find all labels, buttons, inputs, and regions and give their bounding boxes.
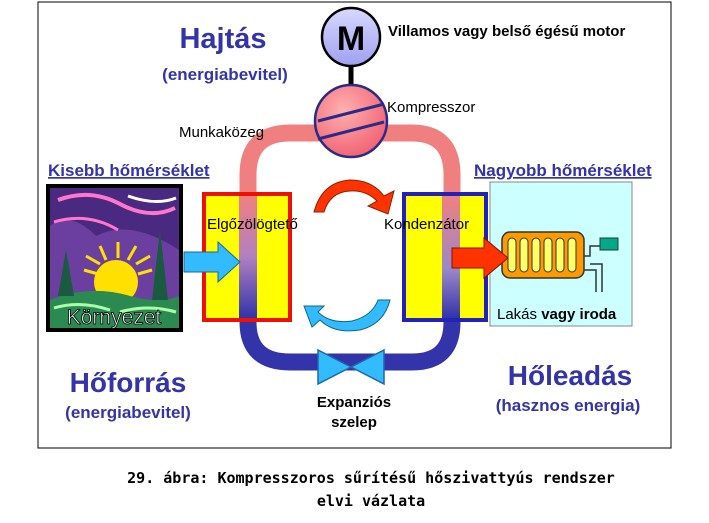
- evaporator-coil: [239, 196, 257, 318]
- heat-out-arrow: [451, 236, 509, 280]
- cycle-arrow-blue: [303, 299, 391, 332]
- high-temp-label: Nagyobb hőmérséklet: [474, 161, 652, 180]
- figure-caption-line2: elvi vázlata: [317, 492, 425, 510]
- valve-label-line1: Expanziós: [317, 394, 391, 411]
- motor-letter: M: [337, 20, 365, 58]
- valve-label-line2: szelep: [331, 414, 377, 431]
- radiator-pipes: [584, 263, 603, 292]
- drive-subtitle: (energiabevitel): [162, 65, 288, 84]
- environment-label: Környezet: [67, 306, 162, 329]
- condenser: [402, 192, 488, 322]
- motor-label: Villamos vagy belső égésű motor: [388, 23, 625, 40]
- thermostat-icon: [599, 237, 619, 251]
- heat-in-arrow: [183, 240, 241, 284]
- cold-pipe-loop: [239, 250, 461, 371]
- heat-source-subtitle: (energiabevitel): [65, 403, 191, 422]
- condenser-coil: [442, 196, 460, 318]
- working-fluid-label: Munkaközeg: [179, 124, 264, 141]
- low-temp-label: Kisebb hőmérséklet: [48, 161, 210, 180]
- evaporator-label: Elgőzölögtető: [207, 216, 298, 233]
- heat-source-title: Hőforrás: [70, 367, 187, 398]
- compressor: [313, 83, 389, 159]
- destination-prefix: Lakás: [497, 306, 541, 323]
- motor: M: [320, 6, 382, 68]
- compressor-label: Kompresszor: [387, 99, 475, 116]
- expansion-valve: [317, 348, 385, 386]
- destination-suffix: vagy iroda: [541, 306, 617, 323]
- heat-output-subtitle: (hasznos energia): [496, 396, 641, 415]
- environment-picture: [46, 184, 183, 332]
- heat-output-title: Hőleadás: [508, 360, 633, 391]
- condenser-label: Kondenzátor: [384, 216, 469, 233]
- destination-label: Lakás vagy iroda: [497, 306, 617, 323]
- thermostat-wire: [584, 245, 600, 257]
- figure-caption-line1: 29. ábra: Kompresszoros sűrítésű hősziva…: [127, 469, 615, 487]
- radiator-icon: [501, 231, 585, 279]
- cycle-arrow-red: [313, 179, 395, 215]
- drive-title: Hajtás: [179, 23, 266, 55]
- evaporator: [202, 192, 292, 322]
